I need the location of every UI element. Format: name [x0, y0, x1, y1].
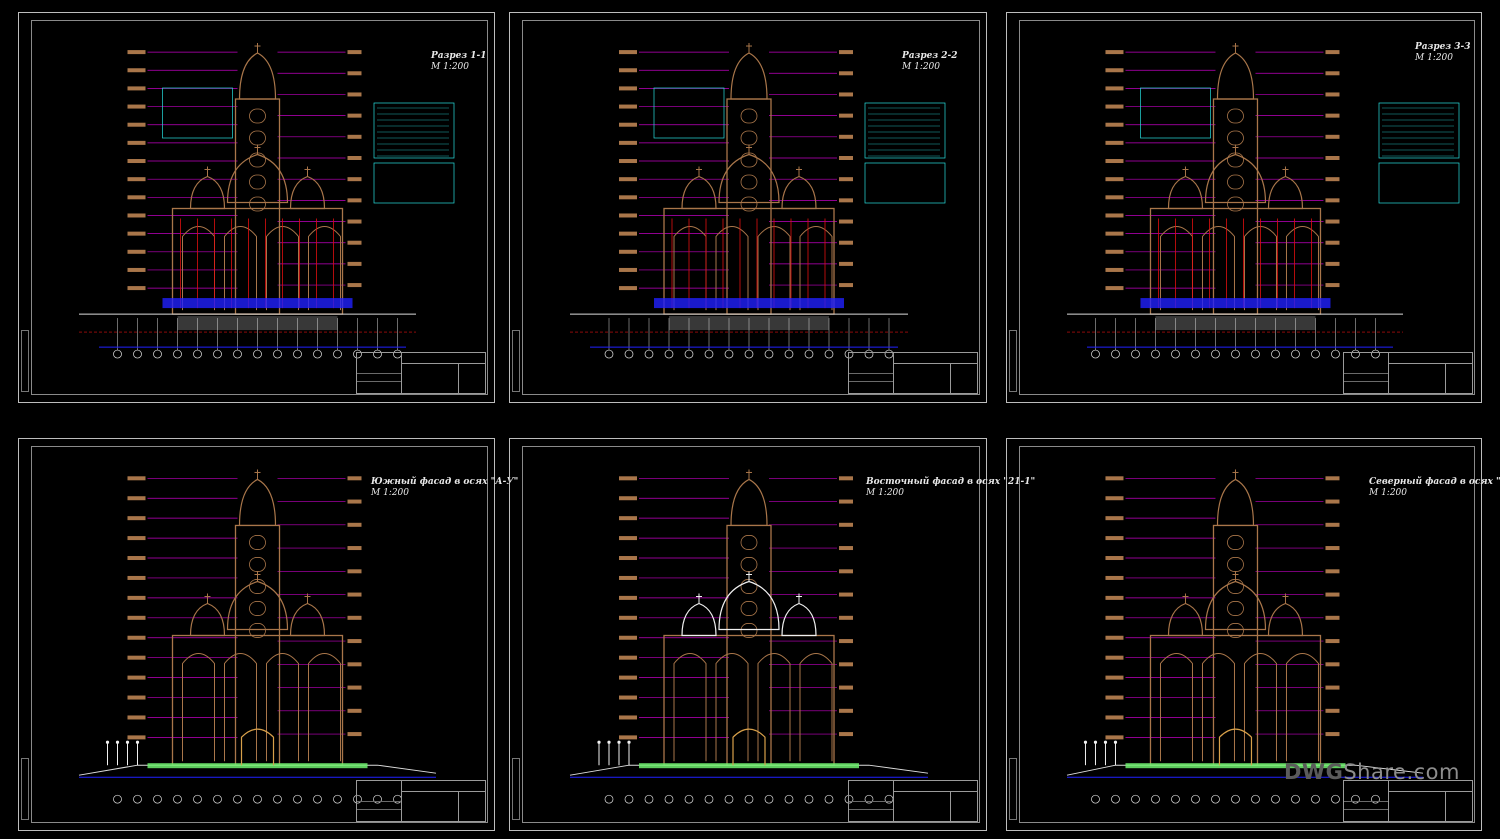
sheet-inner-frame — [522, 446, 980, 823]
sheet-title: Восточный фасад в осях "21-1"М 1:200 — [866, 477, 1035, 499]
church-drawing — [1067, 43, 1460, 359]
sheet-scale: М 1:200 — [1415, 53, 1454, 63]
sheet-drawing — [570, 43, 946, 359]
sheet-scale: М 1:200 — [866, 488, 905, 498]
title-block — [356, 352, 486, 394]
sheet-title-text: Разрез 2-2 — [902, 51, 958, 61]
drawing-sheet-5[interactable]: Восточный фасад в осях "21-1"М 1:200 — [509, 438, 1035, 831]
sheet-inner-frame — [31, 20, 488, 395]
church-drawing — [569, 469, 929, 804]
sheet-title-text: Разрез 3-3 — [1415, 42, 1471, 52]
title-block — [1343, 352, 1473, 394]
title-block — [848, 352, 978, 394]
margin-strip — [21, 330, 29, 392]
sheet-inner-frame — [31, 446, 488, 823]
church-drawing — [78, 469, 437, 804]
sheet-drawing — [79, 43, 455, 359]
sheet-title-text: Разрез 1-1 — [431, 51, 487, 61]
sheet-scale: М 1:200 — [1369, 488, 1408, 498]
title-block — [1343, 780, 1473, 822]
church-drawing — [79, 43, 455, 359]
drawing-sheet-4[interactable]: Южный фасад в осях "А-У"М 1:200 — [18, 438, 518, 831]
margin-strip — [512, 330, 520, 392]
title-block — [848, 780, 978, 822]
margin-strip — [21, 758, 29, 820]
church-drawing — [570, 43, 946, 359]
sheet-drawing — [1066, 469, 1424, 804]
sheet-scale: М 1:200 — [371, 488, 410, 498]
sheet-drawing — [78, 469, 437, 804]
margin-strip — [512, 758, 520, 820]
margin-strip — [1009, 758, 1017, 820]
sheet-scale: М 1:200 — [431, 62, 470, 72]
sheet-title: Южный фасад в осях "А-У"М 1:200 — [371, 477, 518, 499]
church-drawing — [1066, 469, 1424, 804]
sheet-drawing — [1067, 43, 1460, 359]
margin-strip — [1009, 330, 1017, 392]
watermark: DWGShare.com — [1284, 760, 1460, 784]
title-block — [356, 780, 486, 822]
sheet-title-text: Северный фасад в осях "У-А" — [1369, 477, 1500, 487]
sheet-scale: М 1:200 — [902, 62, 941, 72]
sheet-inner-frame — [522, 20, 980, 395]
drawing-sheet-6[interactable]: Северный фасад в осях "У-А"М 1:200 — [1006, 438, 1500, 831]
sheet-inner-frame — [1019, 446, 1475, 823]
sheet-drawing — [569, 469, 929, 804]
sheet-title-text: Южный фасад в осях "А-У" — [371, 477, 519, 487]
sheet-title-text: Восточный фасад в осях "21-1" — [866, 477, 1036, 487]
sheet-title: Северный фасад в осях "У-А"М 1:200 — [1369, 477, 1500, 499]
sheet-inner-frame — [1019, 20, 1475, 395]
